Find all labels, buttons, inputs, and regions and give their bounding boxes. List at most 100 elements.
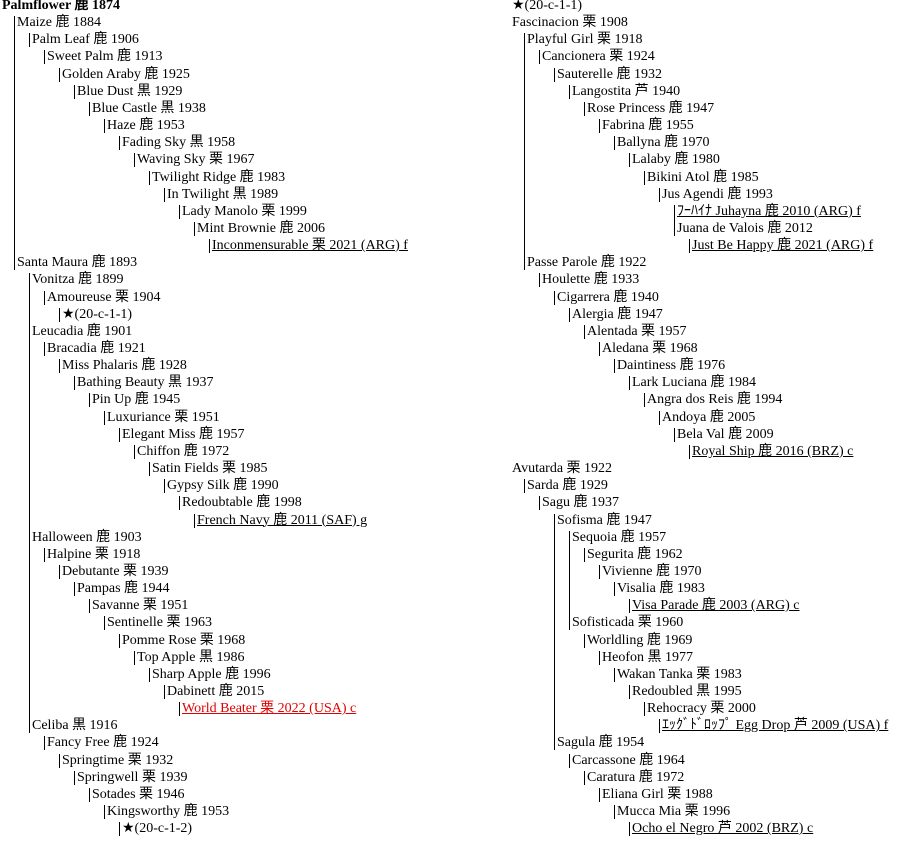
tree-connector-line — [89, 101, 90, 116]
pedigree-entry: Alentada 栗 1957 — [587, 323, 687, 339]
pedigree-entry: Avutarda 栗 1922 — [512, 461, 613, 477]
pedigree-entry: Redoubled 黒 1995 — [632, 684, 742, 699]
pedigree-entry: Savanne 栗 1951 — [92, 598, 189, 614]
pedigree-entry: Bathing Beauty 黒 1937 — [77, 375, 214, 391]
tree-connector-line — [119, 822, 120, 837]
pedigree-entry: French Navy 鹿 2011 (SAF) g — [197, 512, 368, 528]
tree-connector-line — [104, 119, 105, 134]
tree-connector-line — [539, 50, 540, 65]
pedigree-entry: Cancionera 栗 1924 — [542, 49, 655, 65]
pedigree-entry: Pampas 鹿 1944 — [77, 581, 170, 597]
pedigree-entry: Inconmensurable 栗 2021 (ARG) f — [212, 238, 408, 254]
tree-connector-line — [584, 101, 585, 116]
tree-connector-line — [59, 67, 60, 82]
tree-connector-line — [614, 667, 615, 682]
tree-connector-line — [44, 50, 45, 65]
pedigree-entry: Fancy Free 鹿 1924 — [47, 735, 159, 751]
pedigree-entry: Jus Agendi 鹿 1993 — [662, 186, 773, 202]
tree-connector-line — [659, 719, 660, 734]
pedigree-entry: Kingsworthy 鹿 1953 — [107, 804, 230, 820]
tree-connector-line — [194, 221, 195, 236]
tree-connector-line — [89, 787, 90, 802]
pedigree-entry: Sofisticada 栗 1960 — [572, 615, 684, 631]
tree-connector-line — [14, 16, 15, 271]
tree-connector-line — [554, 67, 555, 82]
pedigree-entry: Amoureuse 栗 1904 — [47, 289, 161, 305]
tree-connector-line — [179, 204, 180, 219]
pedigree-entry: Just Be Happy 鹿 2021 (ARG) f — [692, 238, 874, 254]
pedigree-entry: Leucadia 鹿 1901 — [32, 323, 133, 339]
tree-connector-line — [614, 582, 615, 597]
tree-connector-line — [599, 787, 600, 802]
tree-connector-line — [104, 805, 105, 820]
tree-connector-line — [44, 547, 45, 562]
pedigree-entry: Eliana Girl 栗 1988 — [602, 786, 713, 802]
tree-connector-line — [569, 307, 570, 322]
pedigree-entry: Sarda 鹿 1929 — [527, 478, 608, 494]
tree-connector-line — [629, 822, 630, 837]
tree-connector-line — [584, 770, 585, 785]
pedigree-entry: Pin Up 鹿 1945 — [92, 392, 181, 408]
tree-connector-line — [644, 393, 645, 408]
pedigree-entry: ﾌｰﾊｲﾅ Juhayna 鹿 2010 (ARG) f — [677, 203, 861, 219]
tree-connector-line — [629, 376, 630, 391]
tree-connector-line — [659, 410, 660, 425]
tree-connector-line — [629, 153, 630, 168]
pedigree-entry: Visalia 鹿 1983 — [617, 581, 705, 597]
pedigree-entry: Bela Val 鹿 2009 — [677, 426, 774, 442]
pedigree-entry: Fascinacion 栗 1908 — [512, 15, 628, 31]
tree-connector-line — [164, 187, 165, 202]
pedigree-entry: Andoya 鹿 2005 — [662, 409, 756, 425]
pedigree-entry: Mucca Mia 栗 1996 — [617, 804, 731, 820]
tree-connector-line — [614, 136, 615, 151]
pedigree-entry: In Twilight 黒 1989 — [167, 186, 279, 202]
pedigree-entry: Twilight Ridge 鹿 1983 — [152, 169, 286, 185]
pedigree-entry: Rose Princess 鹿 1947 — [587, 100, 715, 116]
pedigree-entry: Daintiness 鹿 1976 — [617, 358, 726, 374]
tree-connector-line — [119, 633, 120, 648]
tree-connector-line — [149, 170, 150, 185]
pedigree-entry: Springtime 栗 1932 — [62, 752, 174, 768]
pedigree-entry: Palmflower 鹿 1874 — [2, 0, 120, 13]
pedigree-entry: Sweet Palm 鹿 1913 — [47, 49, 163, 65]
pedigree-entry: Wakan Tanka 栗 1983 — [617, 666, 742, 682]
pedigree-entry: Sauterelle 鹿 1932 — [557, 66, 662, 82]
tree-connector-line — [59, 564, 60, 579]
tree-connector-line — [584, 324, 585, 339]
tree-connector-line — [599, 564, 600, 579]
pedigree-entry: Playful Girl 栗 1918 — [527, 32, 643, 48]
pedigree-entry: Passe Parole 鹿 1922 — [527, 255, 647, 271]
pedigree-entry: Angra dos Reis 鹿 1994 — [647, 392, 783, 408]
tree-connector-line — [629, 599, 630, 614]
pedigree-entry: Sagu 鹿 1937 — [542, 495, 619, 511]
pedigree-entry: Fading Sky 黒 1958 — [122, 135, 236, 151]
pedigree-entry: Lark Luciana 鹿 1984 — [632, 375, 757, 391]
tree-connector-line — [194, 513, 195, 528]
pedigree-entry: ★(20-c-1-1) — [62, 306, 133, 322]
tree-connector-line — [209, 239, 210, 254]
tree-connector-line — [104, 616, 105, 631]
pedigree-entry: Ocho el Negro 芦 2002 (BRZ) c — [632, 821, 814, 837]
tree-connector-line — [149, 462, 150, 477]
pedigree-entry: Waving Sky 栗 1967 — [137, 152, 255, 168]
tree-connector-line — [674, 427, 675, 442]
pedigree-entry: Rehocracy 栗 2000 — [647, 701, 756, 717]
tree-connector-line — [29, 33, 30, 48]
tree-connector-line — [584, 633, 585, 648]
pedigree-entry: Santa Maura 鹿 1893 — [17, 255, 138, 271]
tree-connector-line — [524, 33, 525, 271]
tree-connector-line — [584, 547, 585, 562]
tree-connector-line — [599, 650, 600, 665]
tree-connector-line — [74, 376, 75, 391]
tree-connector-line — [59, 307, 60, 322]
tree-connector-line — [89, 393, 90, 408]
tree-connector-line — [614, 805, 615, 820]
pedigree-entry: Juana de Valois 鹿 2012 — [677, 220, 813, 236]
pedigree-entry: Springwell 栗 1939 — [77, 769, 188, 785]
pedigree-entry: ★(20-c-1-1) — [512, 0, 583, 13]
pedigree-entry: Celiba 黒 1916 — [32, 718, 118, 734]
tree-connector-line — [644, 170, 645, 185]
tree-connector-line — [59, 753, 60, 768]
tree-connector-line — [524, 479, 525, 494]
